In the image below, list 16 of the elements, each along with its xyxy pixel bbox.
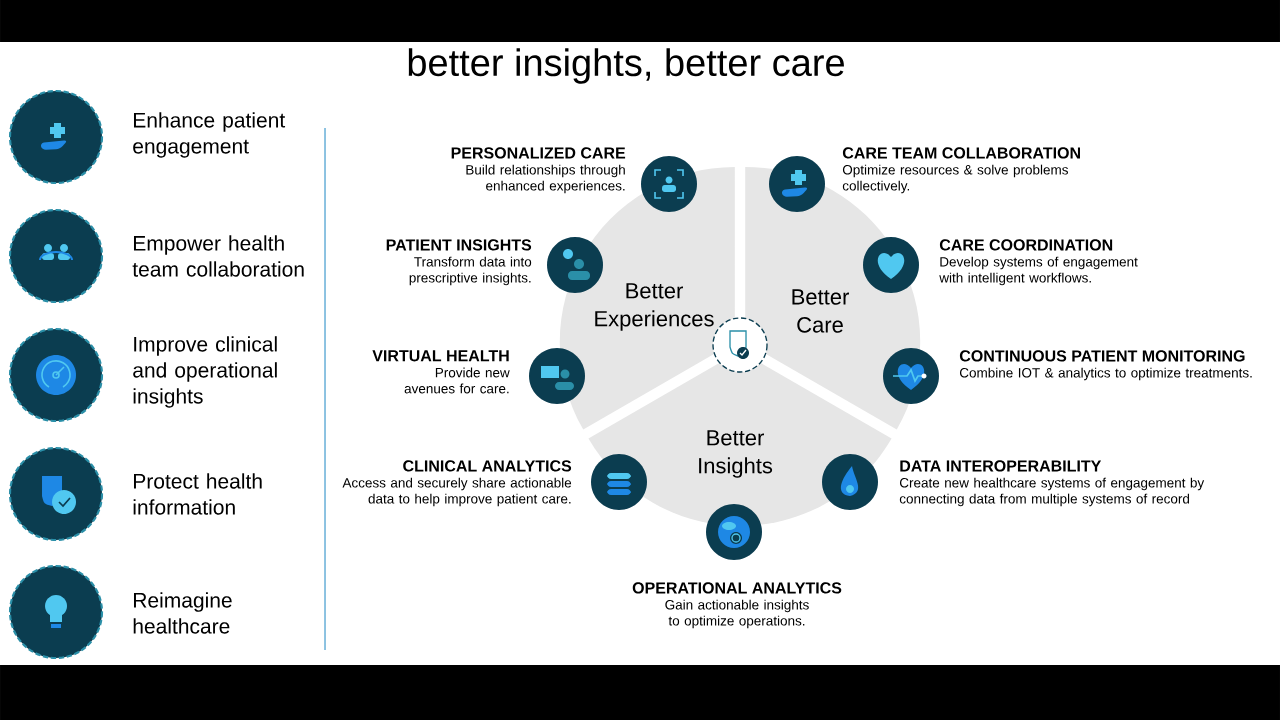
feature-label: CONTINUOUS PATIENT MONITORING Combine IOT & analytics to optimize treatments. <box>959 350 1252 381</box>
feature-label: CLINICAL ANALYTICS Access and securely share actionable data to help improve patient care. <box>342 460 572 507</box>
feature-label: VIRTUAL HEALTH Provide new avenues for care. <box>372 350 510 394</box>
feature-label: OPERATIONAL ANALYTICS Gain actionable insights to optimize operations. <box>632 582 842 629</box>
node-label: Better Care <box>792 289 849 333</box>
title: better insights, better care <box>408 48 844 84</box>
node-label: Better Experiences <box>595 283 714 331</box>
feature-label: PATIENT INSIGHTS Transform data into prescriptive insights. <box>386 239 532 286</box>
goal-label: Reimagine healthcare <box>133 592 232 634</box>
goal-label: Empower health team collaboration <box>132 235 304 277</box>
goal-label: Enhance patient engagement <box>133 112 286 158</box>
node-label: Better Insights <box>699 430 773 478</box>
goal-label: Improve clinical and operational insights <box>133 336 277 408</box>
goal-label: Protect health information <box>133 473 262 515</box>
feature-label: DATA INTEROPERABILITY Create new healthcare systems of engagement by connecting data from multiple systems of record <box>899 460 1205 507</box>
feature-label: CARE COORDINATION Develop systems of engagement with intelligent workflows. <box>939 239 1138 286</box>
